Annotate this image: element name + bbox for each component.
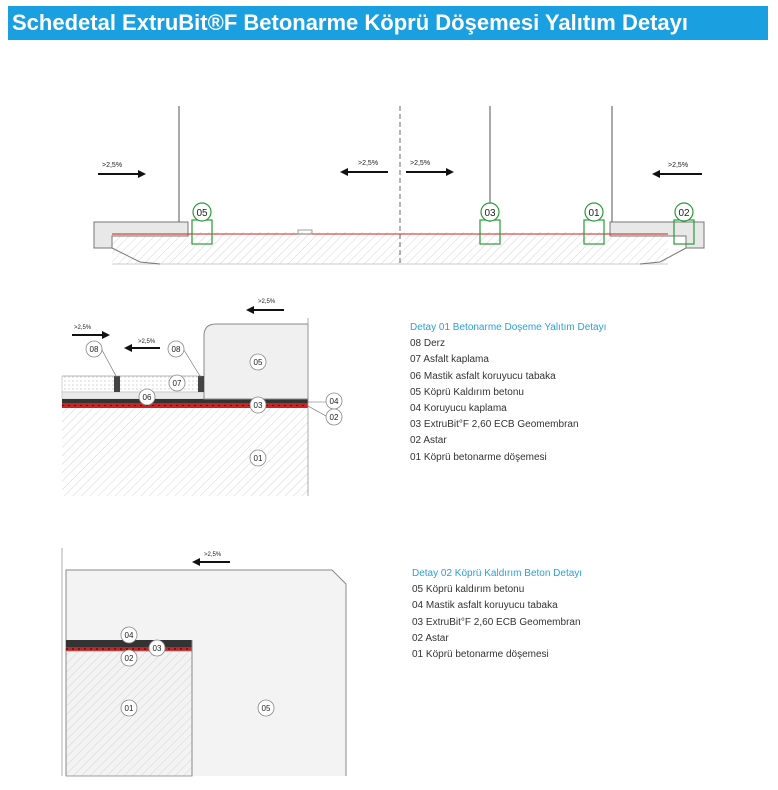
callout-02: 02	[678, 208, 690, 219]
legend-item: 06 Mastik asfalt koruyucu tabaka	[410, 370, 556, 382]
deck-slab	[112, 232, 668, 264]
legend-item: 01 Köprü betonarme döşemesi	[412, 649, 549, 661]
tag-06: 06	[143, 393, 152, 402]
slope-label: >2,5%	[410, 160, 430, 167]
detail-01-tags: 08 08 07 06 05 04 03 02 01	[85, 340, 343, 467]
tag-08: 08	[172, 345, 181, 354]
left-curb	[93, 221, 189, 249]
legend-item: 02 Astar	[412, 632, 449, 644]
legend-item: 04 Mastik asfalt koruyucu tabaka	[412, 600, 558, 612]
legend-item: 08 Derz	[410, 338, 446, 350]
membrane-layer	[62, 403, 308, 408]
callout-03: 03	[484, 208, 496, 219]
callout-01: 01	[588, 208, 600, 219]
tag-03: 03	[254, 401, 263, 410]
legend-item: 05 Köprü Kaldırım betonu	[410, 386, 524, 398]
slope-label: >2,5%	[74, 325, 92, 331]
legend-item: 01 Köprü betonarme döşemesi	[410, 451, 547, 463]
protective-layer	[62, 399, 308, 403]
tag-05: 05	[262, 704, 271, 713]
detail-02-tags: 04 03 02 01 05	[120, 626, 275, 717]
legend-item: 03 ExtruBit°F 2,60 ECB Geomembran	[410, 419, 579, 431]
detail-02-legend: Detay 02 Köprü Kaldırım Beton Detayı 05 …	[412, 566, 582, 663]
membrane-layer	[66, 647, 192, 651]
slope-label: >2,5%	[358, 160, 378, 167]
legend-item: 04 Koruyucu kaplama	[410, 403, 507, 415]
slope-label: >2,5%	[258, 299, 276, 305]
callout-05: 05	[196, 208, 208, 219]
mastic-layer	[66, 640, 192, 647]
slope-label: >2,5%	[668, 162, 688, 169]
overview-slope-arrows: >2,5% >2,5% >2,5% >2,5%	[98, 160, 702, 178]
legend-item: 05 Köprü kaldırım betonu	[412, 584, 525, 596]
detail-01-legend: Detay 01 Betonarme Doşeme Yalıtım Detayı…	[410, 320, 606, 466]
tag-04: 04	[125, 631, 134, 640]
slope-label: >2,5%	[102, 162, 122, 169]
tag-05: 05	[254, 358, 263, 367]
legend-title: Detay 02 Köprü Kaldırım Beton Detayı	[412, 568, 583, 579]
tag-01: 01	[125, 704, 134, 713]
tag-04: 04	[330, 397, 339, 406]
tag-03: 03	[153, 644, 162, 653]
tag-02: 02	[125, 654, 134, 663]
tag-01: 01	[254, 454, 263, 463]
detail-02-drawing: >2,5% 04 03 02 01 05	[61, 548, 347, 777]
joint-left	[114, 376, 120, 392]
slope-label: >2,5%	[138, 339, 156, 345]
legend-item: 07 Asfalt kaplama	[410, 354, 489, 366]
tag-08: 08	[90, 345, 99, 354]
deck-slab	[62, 408, 308, 496]
legend-item: 02 Astar	[410, 435, 447, 447]
page-title: Schedetal ExtruBit®F Betonarme Köprü Döş…	[8, 6, 768, 40]
overview-callouts: 05 03 01 02	[191, 202, 695, 245]
joint-right	[198, 376, 204, 392]
tag-07: 07	[173, 379, 182, 388]
overview-section: >2,5% >2,5% >2,5% >2,5% 05 03 01 02	[93, 106, 705, 266]
tag-02: 02	[330, 413, 339, 422]
legend-item: 03 ExtruBit°F 2,60 ECB Geomembran	[412, 616, 581, 628]
slope-label: >2,5%	[204, 552, 222, 558]
legend-title: Detay 01 Betonarme Doşeme Yalıtım Detayı	[410, 322, 607, 333]
detail-01-drawing: >2,5% >2,5% >2,5% 08 08 07 06 05 04 03 0…	[61, 299, 343, 496]
